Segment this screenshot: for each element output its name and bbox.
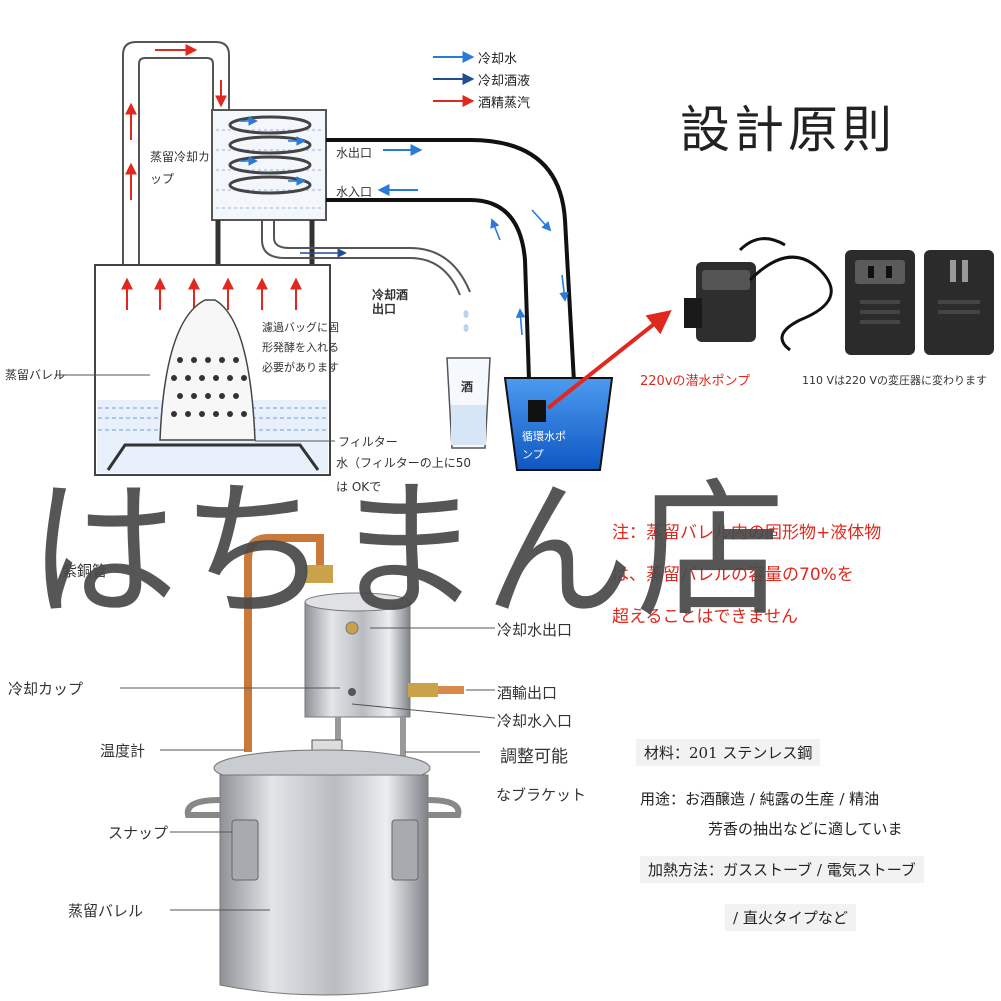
label-copper-pipe: 紫銅管 bbox=[62, 562, 108, 580]
label-cooling-cup-photo: 冷却カップ bbox=[8, 680, 84, 698]
label-cool-water-in: 冷却水入口 bbox=[497, 712, 573, 730]
label-snap: スナップ bbox=[108, 824, 169, 842]
legend-cool-water: 冷却水 bbox=[478, 52, 518, 67]
transformer-caption: 110 Vは220 Vの変圧器に変わります bbox=[802, 374, 988, 387]
legend-cool-liquor: 冷却酒液 bbox=[478, 74, 531, 89]
label-ok-note: は OKで bbox=[336, 480, 382, 494]
label-filter: フィルター bbox=[338, 435, 398, 449]
label-liquor-outlet: 冷却酒出口 bbox=[372, 288, 409, 316]
label-cooling-cup: 蒸留冷却カップ bbox=[150, 150, 211, 186]
spec-usage-2: 芳香の抽出などに適していま bbox=[708, 820, 903, 838]
warning-line-2: は、蒸留バレルの容量の70%を bbox=[612, 565, 854, 585]
label-glass: 酒 bbox=[461, 380, 474, 394]
legend-alcohol-vapor: 酒精蒸汽 bbox=[478, 96, 531, 111]
label-pump: 循環水ポンプ bbox=[522, 430, 566, 461]
barrel-outline bbox=[94, 264, 331, 476]
spec-heating-1: 加熱方法：ガスストーブ / 電気ストーブ bbox=[640, 856, 924, 883]
vapor-tube bbox=[122, 41, 230, 265]
heading-design-principle: 設計原則 bbox=[680, 101, 896, 159]
label-barrel: 蒸留バレル bbox=[5, 368, 66, 382]
spec-material: 材料：201 ステンレス鋼 bbox=[636, 739, 821, 766]
copper-tube bbox=[244, 534, 324, 752]
label-filter-bag-note: 濾過バッグに固形発酵を入れる必要があります bbox=[262, 321, 339, 374]
warning-line-1: 注：蒸留バレル内の固形物+液体物 bbox=[612, 523, 882, 543]
transformer-photo bbox=[845, 250, 994, 355]
label-bracket-2: なブラケット bbox=[496, 786, 587, 804]
barrel-photo bbox=[219, 774, 429, 996]
label-water-inlet: 水入口 bbox=[336, 185, 373, 199]
label-water-outlet: 水出口 bbox=[336, 146, 373, 160]
spec-heating-2: / 直火タイプなど bbox=[725, 904, 856, 931]
watermark: はちまん店 bbox=[28, 465, 789, 639]
label-bracket-1: 調整可能 bbox=[500, 747, 568, 767]
pump-caption: 220vの潜水ポンプ bbox=[640, 374, 751, 389]
cooling-cup-photo bbox=[304, 601, 411, 718]
pump-photo bbox=[684, 237, 833, 352]
warning-line-3: 超えることはできません bbox=[612, 607, 798, 627]
label-thermometer: 温度計 bbox=[100, 742, 146, 760]
filter-bag bbox=[159, 299, 256, 441]
label-barrel-photo: 蒸留バレル bbox=[68, 902, 144, 920]
spec-usage-1: 用途：お酒醸造 / 純露の生産 / 精油 bbox=[640, 790, 880, 808]
label-water-note: 水（フィルターの上に50 bbox=[336, 456, 472, 470]
label-cool-water-out: 冷却水出口 bbox=[497, 621, 573, 639]
label-liquor-out: 酒輸出口 bbox=[497, 684, 558, 702]
